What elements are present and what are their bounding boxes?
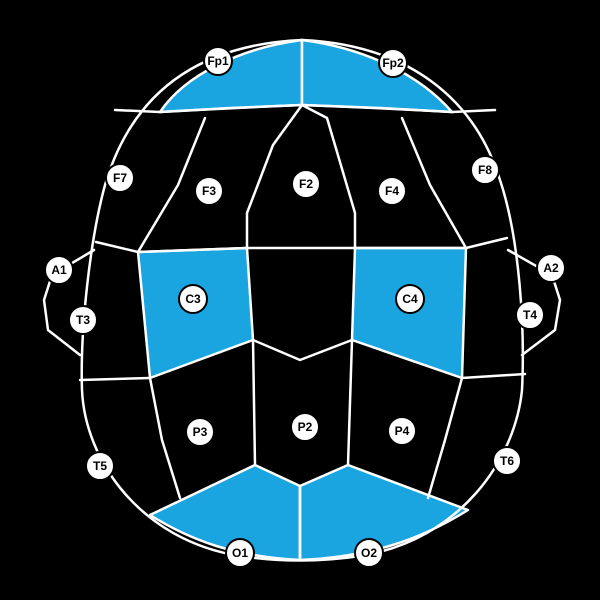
electrode-p3: P3 bbox=[185, 417, 215, 447]
electrode-label: T5 bbox=[93, 459, 107, 473]
electrode-label: F2 bbox=[299, 177, 313, 191]
electrode-label: T6 bbox=[500, 454, 514, 468]
electrode-label: P2 bbox=[298, 420, 313, 434]
electrode-f8: F8 bbox=[470, 155, 500, 185]
electrode-label: T3 bbox=[76, 313, 90, 327]
electrode-label: C4 bbox=[402, 292, 418, 306]
head-outline bbox=[80, 38, 525, 562]
electrode-label: C3 bbox=[185, 292, 201, 306]
electrode-f3: F3 bbox=[194, 176, 224, 206]
electrode-label: O2 bbox=[361, 546, 377, 560]
region-o1 bbox=[148, 463, 302, 562]
electrode-o2: O2 bbox=[354, 538, 384, 568]
region-grid-lines bbox=[78, 103, 527, 562]
electrode-o1: O1 bbox=[225, 538, 255, 568]
electrode-a1: A1 bbox=[44, 255, 74, 285]
electrode-c3: C3 bbox=[178, 284, 208, 314]
electrode-label: T4 bbox=[523, 308, 537, 322]
electrode-a2: A2 bbox=[536, 253, 566, 283]
electrode-f2: F2 bbox=[291, 169, 321, 199]
electrode-f4: F4 bbox=[377, 176, 407, 206]
electrode-t5: T5 bbox=[85, 451, 115, 481]
electrode-label: Fp1 bbox=[207, 54, 229, 68]
electrode-label: P4 bbox=[395, 424, 410, 438]
electrode-label: F7 bbox=[113, 171, 127, 185]
region-fp2 bbox=[300, 38, 454, 114]
electrode-label: F3 bbox=[202, 184, 216, 198]
electrode-label: A1 bbox=[51, 263, 67, 277]
electrode-c4: C4 bbox=[395, 284, 425, 314]
electrode-label: F4 bbox=[385, 184, 399, 198]
electrode-label: A2 bbox=[543, 261, 559, 275]
electrode-t4: T4 bbox=[515, 300, 545, 330]
region-o2 bbox=[298, 463, 470, 562]
electrode-label: P3 bbox=[193, 425, 208, 439]
electrode-label: O1 bbox=[232, 546, 248, 560]
electrode-fp2: Fp2 bbox=[378, 48, 408, 78]
electrode-label: Fp2 bbox=[382, 56, 404, 70]
electrode-t6: T6 bbox=[492, 446, 522, 476]
electrode-label: F8 bbox=[478, 163, 492, 177]
electrode-p2: P2 bbox=[290, 412, 320, 442]
electrode-p4: P4 bbox=[387, 416, 417, 446]
electrode-fp1: Fp1 bbox=[203, 46, 233, 76]
electrode-f7: F7 bbox=[105, 163, 135, 193]
electrode-t3: T3 bbox=[68, 305, 98, 335]
